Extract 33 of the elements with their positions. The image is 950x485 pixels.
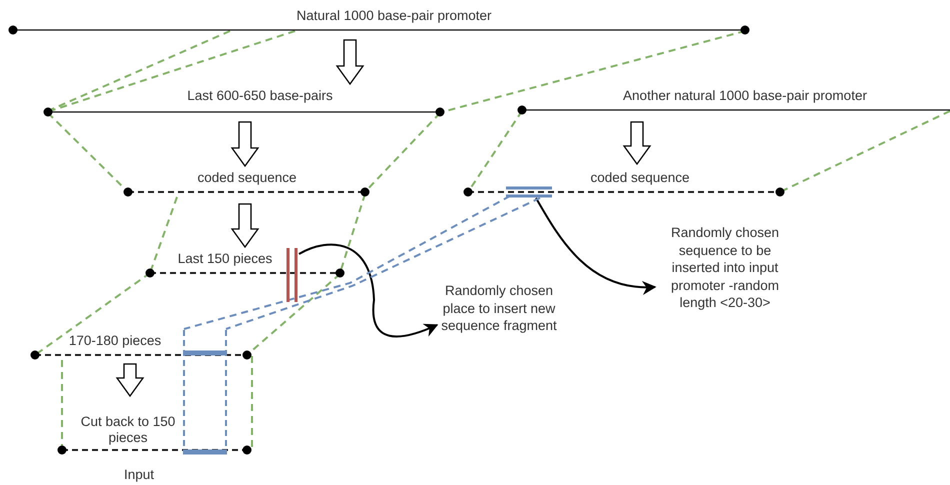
sequence-segment (123, 170, 370, 197)
annotation-text: Randomly chosen sequence to be inserted into input promoter -random length <20-30> (660, 224, 790, 390)
sequence-segment (463, 170, 785, 197)
insertion-mark (285, 248, 299, 302)
mapping-line (226, 197, 540, 330)
block-arrow (336, 39, 364, 86)
insertion-mark (506, 185, 552, 199)
sequence-segment (8, 8, 750, 35)
curved-arrow (298, 244, 438, 338)
mapping-line (184, 195, 510, 330)
sequence-segment (30, 333, 252, 360)
caption-text: Input (124, 467, 154, 482)
annotation-text: Randomly chosen place to insert new sequence fragment (438, 282, 560, 374)
block-arrow (622, 121, 652, 166)
sequence-segment (517, 88, 950, 115)
segment-label: 170-180 pieces (68, 333, 162, 349)
projection-line (50, 30, 296, 112)
segment-label: Last 600-650 base-pairs (187, 88, 333, 104)
segment-label: coded sequence (197, 170, 297, 186)
segment-label: Natural 1000 base-pair promoter (296, 8, 492, 24)
block-arrow (116, 363, 144, 398)
curved-arrow (535, 198, 656, 294)
projection-line (50, 30, 230, 111)
inserted-fragment-box (181, 329, 229, 456)
segment-label: Cut back to 150 pieces (80, 414, 176, 446)
projection-line (251, 356, 253, 450)
block-arrow (230, 121, 260, 168)
sequence-segment (43, 88, 445, 117)
segment-label: Last 150 pieces (178, 251, 272, 267)
block-arrow (230, 203, 260, 248)
segment-label: coded sequence (590, 170, 690, 186)
segment-label: Another natural 1000 base-pair promoter (623, 88, 867, 104)
sequence-segment (145, 251, 345, 278)
